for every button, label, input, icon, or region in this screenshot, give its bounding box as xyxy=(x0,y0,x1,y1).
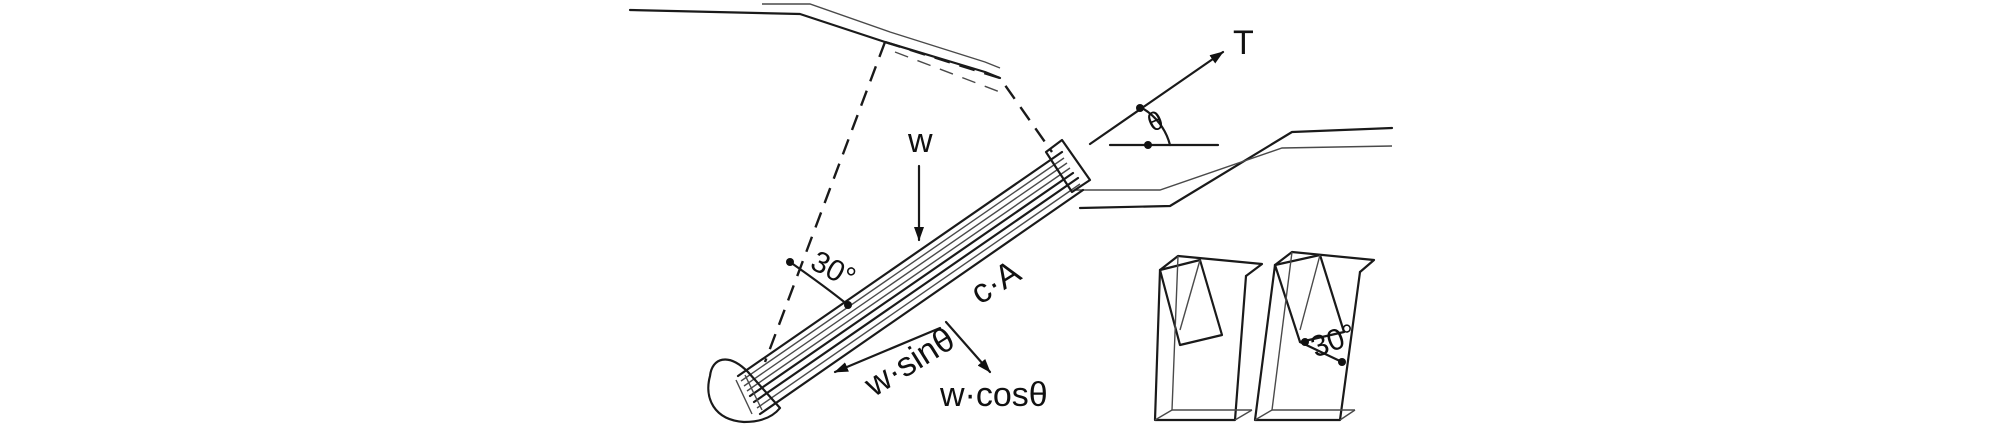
theta-reference: θ xyxy=(1108,104,1220,149)
failure-wedge-outline xyxy=(763,40,1053,363)
weight-force: w xyxy=(907,122,933,242)
tension-force: T xyxy=(1088,24,1254,146)
cohesion-label: c·A xyxy=(964,253,1028,312)
theta-label: θ xyxy=(1143,104,1168,137)
ground-surface xyxy=(628,3,1394,210)
w-cos-label: w·cosθ xyxy=(939,376,1048,414)
wedge-sketch-left xyxy=(1153,254,1264,422)
tension-label: T xyxy=(1233,24,1254,62)
w-cos-force: w·cosθ xyxy=(939,320,1048,414)
anchor-block xyxy=(707,138,1092,424)
wedge-sketch-right: 30° xyxy=(1253,250,1376,422)
left-angle-label: 30° xyxy=(805,245,861,295)
weight-label: w xyxy=(907,122,933,160)
